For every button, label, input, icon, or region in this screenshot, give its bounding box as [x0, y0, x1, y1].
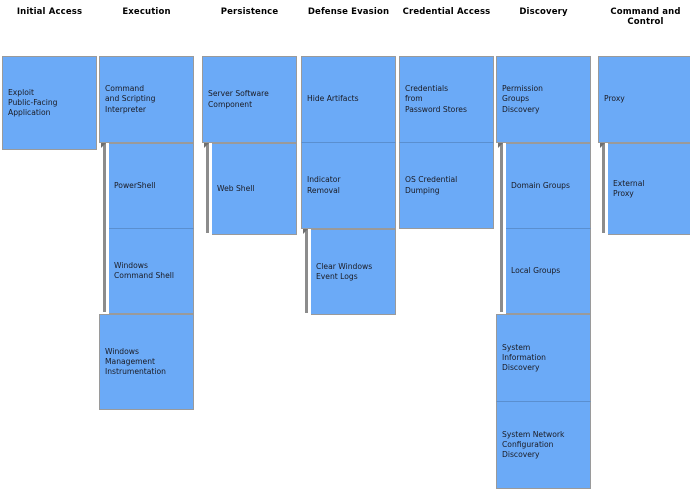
technique-cell[interactable]: Permission Groups Discovery: [496, 56, 591, 143]
technique-cell[interactable]: Credentials from Password Stores: [399, 56, 494, 143]
subtechnique-cell[interactable]: Windows Command Shell: [109, 228, 194, 314]
technique-cell[interactable]: Command and Scripting Interpreter: [99, 56, 194, 143]
subtechnique-label: Domain Groups: [511, 180, 570, 190]
subtechnique-cell[interactable]: External Proxy: [608, 143, 690, 235]
tactic-header: Initial Access: [16, 7, 83, 17]
technique-label: Server Software Component: [208, 89, 269, 109]
subtechnique-group: Web Shell: [202, 143, 297, 235]
technique-label: Permission Groups Discovery: [502, 84, 543, 114]
technique-cell[interactable]: Windows Management Instrumentation: [99, 314, 194, 410]
subtechnique-cell[interactable]: Clear Windows Event Logs: [311, 229, 396, 315]
tactic-header: Command and Control: [610, 7, 681, 27]
tactic-header: Persistence: [220, 7, 279, 17]
technique-label: System Information Discovery: [502, 342, 546, 373]
technique-cell[interactable]: Hide Artifacts: [301, 56, 396, 143]
tactic-header: Defense Evasion: [307, 7, 390, 17]
technique-cell[interactable]: System Network Configuration Discovery: [496, 401, 591, 489]
subtechnique-label: Windows Command Shell: [114, 260, 174, 280]
subtechnique-label: PowerShell: [114, 180, 156, 190]
technique-cell[interactable]: Server Software Component: [202, 56, 297, 143]
technique-cell[interactable]: Indicator Removal: [301, 142, 396, 229]
technique-cell[interactable]: Exploit Public-Facing Application: [2, 56, 97, 150]
technique-label: Exploit Public-Facing Application: [8, 87, 58, 118]
subtechnique-cell[interactable]: Local Groups: [506, 228, 591, 314]
technique-label: OS Credential Dumping: [405, 175, 458, 195]
technique-label: Indicator Removal: [307, 175, 341, 195]
technique-stack: Credentials from Password Stores OS Crede…: [399, 56, 494, 229]
subtechnique-label: Clear Windows Event Logs: [316, 261, 373, 281]
technique-label: Proxy: [604, 94, 625, 104]
technique-stack: Exploit Public-Facing Application: [2, 56, 97, 150]
technique-cell[interactable]: Proxy: [598, 56, 690, 143]
technique-label: Windows Management Instrumentation: [105, 346, 166, 377]
technique-cell[interactable]: OS Credential Dumping: [399, 142, 494, 229]
subtechnique-cell[interactable]: Domain Groups: [506, 143, 591, 229]
subtechnique-label: External Proxy: [613, 178, 645, 198]
subtechnique-group: Clear Windows Event Logs: [301, 229, 396, 315]
technique-label: Credentials from Password Stores: [405, 84, 467, 114]
technique-cell[interactable]: System Information Discovery: [496, 314, 591, 402]
tactic-header: Credential Access: [402, 7, 491, 17]
subtechnique-cell[interactable]: Web Shell: [212, 143, 297, 235]
technique-label: Command and Scripting Interpreter: [105, 84, 156, 114]
subtechnique-group: External Proxy: [598, 143, 690, 235]
technique-label: Hide Artifacts: [307, 94, 359, 104]
subtechnique-label: Local Groups: [511, 265, 561, 275]
technique-label: System Network Configuration Discovery: [502, 429, 565, 460]
subtechnique-cell[interactable]: PowerShell: [109, 143, 194, 229]
tactic-header: Execution: [122, 7, 171, 17]
subtechnique-label: Web Shell: [217, 183, 255, 193]
tactic-header: Discovery: [519, 7, 568, 17]
